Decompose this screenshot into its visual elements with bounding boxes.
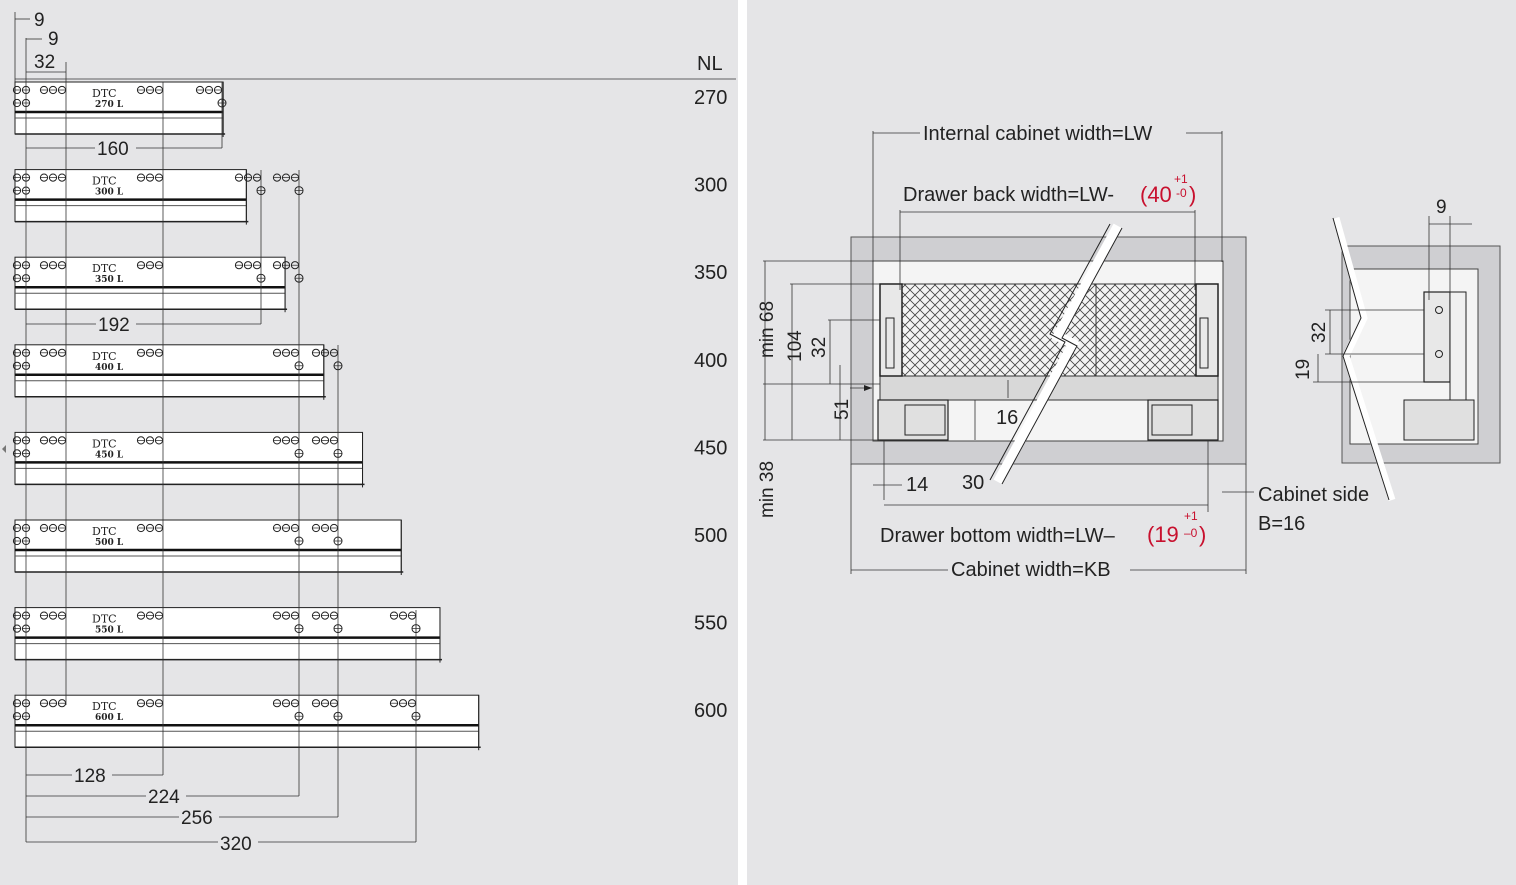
bottom-width-label: Drawer bottom width=LW– bbox=[880, 525, 1116, 547]
nl-header: NL bbox=[697, 53, 723, 75]
dim-16: 16 bbox=[996, 407, 1018, 429]
rail-brand: DTC bbox=[92, 350, 117, 363]
rail-label: 500 L bbox=[95, 538, 124, 548]
dim-min38: min 38 bbox=[757, 461, 778, 518]
rail-label: 400 L bbox=[95, 363, 124, 373]
dim-min68: min 68 bbox=[757, 301, 778, 358]
rail-brand: DTC bbox=[92, 175, 117, 188]
nl-value-300: 300 bbox=[694, 175, 727, 197]
dim-160: 160 bbox=[97, 139, 129, 160]
dim-32: 32 bbox=[809, 337, 830, 358]
back-width-label: Drawer back width=LW- bbox=[903, 184, 1114, 206]
dim-51: 51 bbox=[832, 399, 853, 420]
side-dim-19: 19 bbox=[1293, 359, 1314, 380]
bottom-tol-sup: +1 bbox=[1184, 509, 1198, 523]
nl-value-350: 350 bbox=[694, 262, 727, 284]
rail-brand: DTC bbox=[92, 437, 117, 450]
dim-128: 128 bbox=[74, 766, 106, 787]
rail-label: 350 L bbox=[95, 275, 124, 285]
dim-224: 224 bbox=[148, 787, 180, 808]
bottom-tol-main: (19 bbox=[1147, 522, 1179, 547]
cabinet-side-b: B=16 bbox=[1258, 513, 1305, 535]
nl-value-270: 270 bbox=[694, 87, 727, 109]
rail-label: 550 L bbox=[95, 626, 124, 636]
dim-192: 192 bbox=[98, 315, 130, 336]
internal-width-label: Internal cabinet width=LW bbox=[923, 123, 1152, 145]
side-dim-32: 32 bbox=[1309, 322, 1330, 343]
dim-9-inner: 9 bbox=[48, 29, 59, 50]
cabinet-width-label: Cabinet width=KB bbox=[951, 559, 1111, 581]
rail-brand: DTC bbox=[92, 525, 117, 538]
dim-14: 14 bbox=[906, 474, 928, 496]
back-tol-close: ) bbox=[1189, 182, 1196, 207]
dim-32-top: 32 bbox=[34, 52, 55, 73]
rail-label: 600 L bbox=[95, 713, 124, 723]
cabinet-diagram: Internal cabinet width=LW Drawer back wi… bbox=[757, 123, 1501, 581]
rail-brand: DTC bbox=[92, 700, 117, 713]
dim-30: 30 bbox=[962, 472, 984, 494]
rail-brand: DTC bbox=[92, 87, 117, 100]
dim-256: 256 bbox=[181, 808, 213, 829]
cabinet-cross-section-panel: Internal cabinet width=LW Drawer back wi… bbox=[747, 0, 1516, 885]
nl-value-600: 600 bbox=[694, 700, 727, 722]
rail-label: 450 L bbox=[95, 450, 124, 460]
bottom-tol-sub: –0 bbox=[1184, 526, 1198, 540]
rail-brand: DTC bbox=[92, 262, 117, 275]
nl-value-400: 400 bbox=[694, 350, 727, 372]
cabinet-side-label: Cabinet side bbox=[1258, 484, 1369, 506]
rail-brand: DTC bbox=[92, 613, 117, 626]
dim-9-outer: 9 bbox=[34, 10, 45, 31]
back-tol-main: (40 bbox=[1140, 182, 1172, 207]
rail-label: 270 L bbox=[95, 100, 124, 110]
rail-label: 300 L bbox=[95, 188, 124, 198]
nl-value-450: 450 bbox=[694, 437, 727, 459]
nl-value-500: 500 bbox=[694, 525, 727, 547]
side-dim-9: 9 bbox=[1436, 197, 1447, 218]
nl-value-550: 550 bbox=[694, 613, 727, 635]
back-tol-sub: -0 bbox=[1176, 186, 1187, 200]
dim-104: 104 bbox=[785, 330, 806, 362]
dim-320: 320 bbox=[220, 834, 252, 855]
bottom-tol-close: ) bbox=[1199, 522, 1206, 547]
back-tol-sup: +1 bbox=[1174, 172, 1188, 186]
